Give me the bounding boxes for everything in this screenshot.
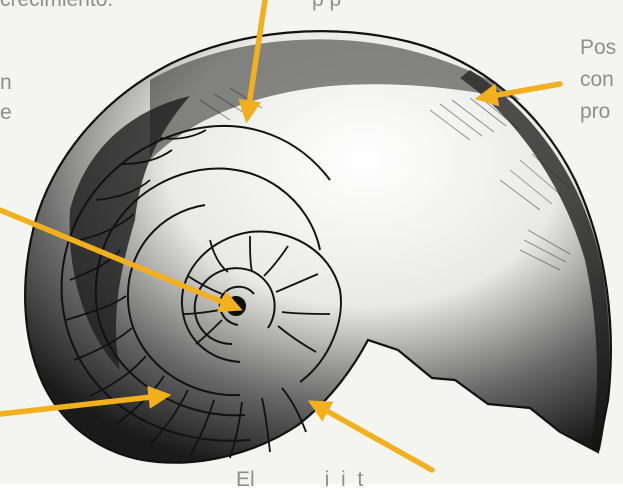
right-text-fragment-1: Pos xyxy=(580,34,616,62)
right-text-fragment-3: pro xyxy=(580,98,610,126)
top-right-text-fragment: p p xyxy=(312,0,341,14)
left-text-fragment-2: e xyxy=(0,99,12,127)
right-text-fragment-2: con xyxy=(580,66,614,94)
top-text-fragment: crecimiento. xyxy=(0,0,113,14)
figure-canvas xyxy=(0,0,623,484)
left-text-fragment-1: n xyxy=(0,69,12,97)
bottom-text-fragment: El i i t xyxy=(236,466,363,494)
